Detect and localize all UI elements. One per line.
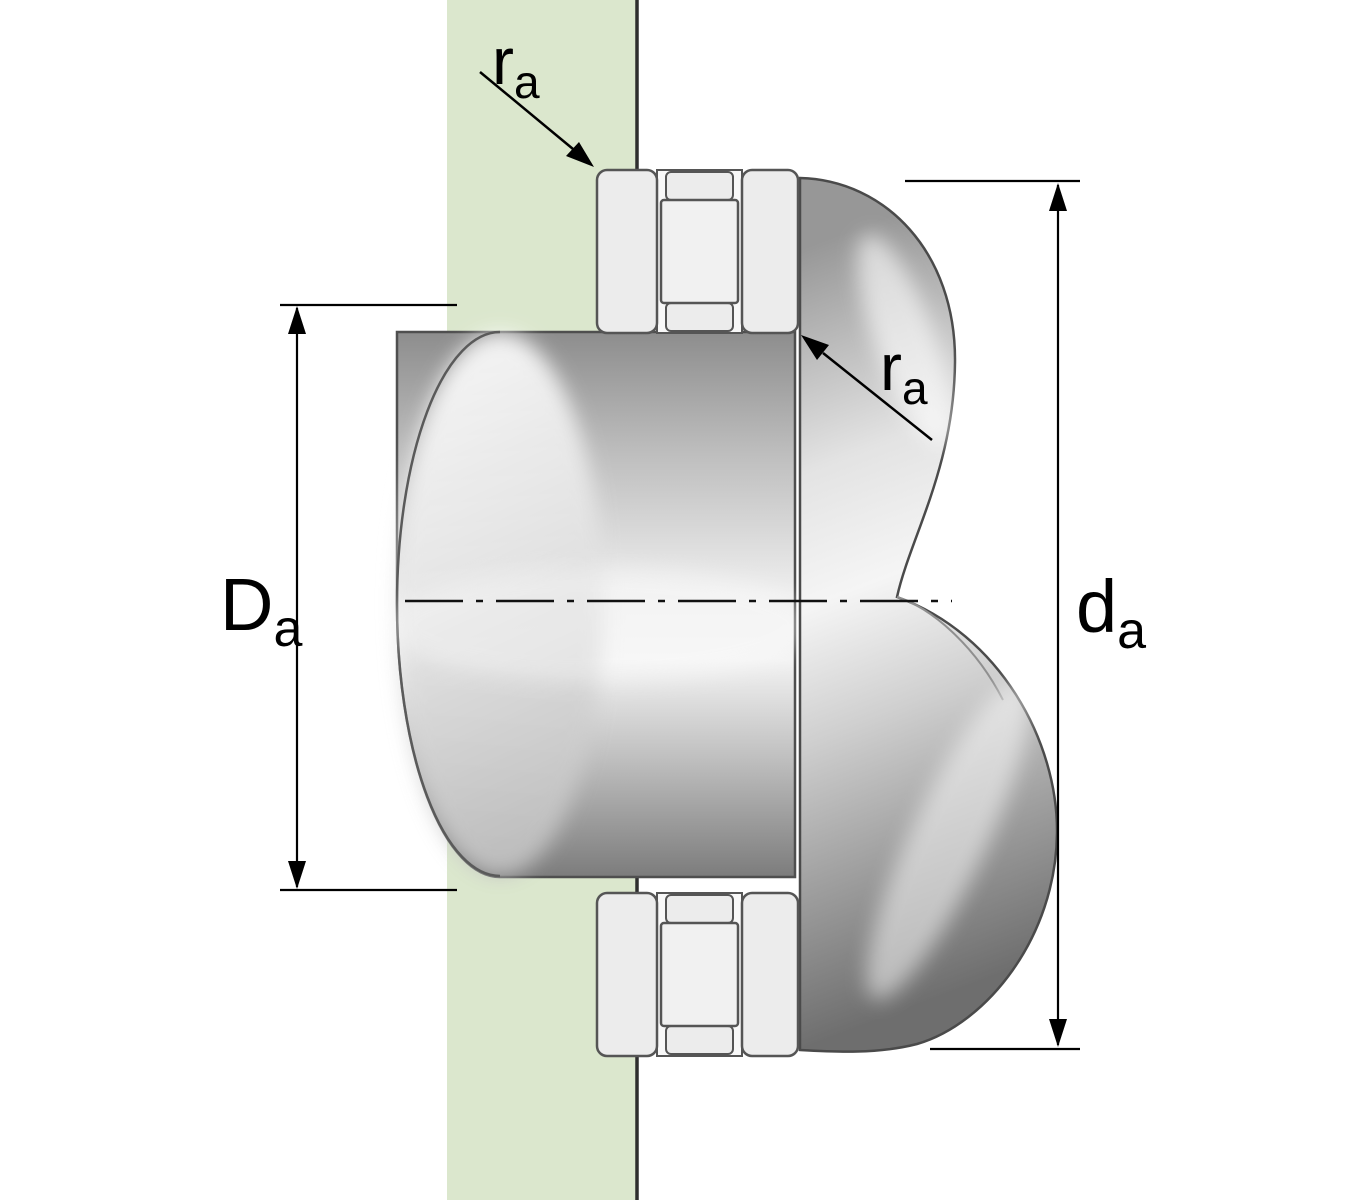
label-da: da [1076, 565, 1146, 660]
label-ra-inner: ra [880, 330, 928, 414]
arrowhead-ra-top [566, 142, 594, 167]
fillet-callout-top [479, 71, 594, 167]
cage-bar-upper-bottom [665, 894, 734, 924]
arrowhead-Da-top [288, 306, 306, 334]
shaft-highlight [385, 567, 815, 683]
arrowhead-da-bottom [1049, 1019, 1067, 1047]
dimension-da [905, 179, 1080, 1051]
arrowhead-Da-bottom [288, 861, 306, 889]
washer-highlight-lower [866, 680, 1030, 1000]
label-Da: Da [220, 563, 302, 658]
housing-washer-top [595, 168, 659, 335]
shaft-washer-bottom [740, 891, 800, 1058]
thrust-bearing-top-section [595, 168, 800, 335]
washer-highlight-upper [857, 234, 953, 446]
thrust-bearing-bottom-section [595, 891, 800, 1058]
fillet-callout-inner [801, 335, 933, 441]
housing-washer-bottom [595, 891, 659, 1058]
shaft-washer-top [740, 168, 800, 335]
roller-bottom [659, 921, 740, 1028]
cage-bar-lower-bottom [665, 1025, 734, 1055]
cage-bar-lower-top [665, 302, 734, 332]
roller-top [659, 198, 740, 305]
label-ra-top: ra [492, 24, 540, 108]
arrowhead-ra-inner [801, 335, 829, 360]
sphered-support-washer [798, 176, 1059, 1053]
arrowhead-da-top [1049, 183, 1067, 211]
leader-line-ra-top [479, 71, 574, 150]
dimension-Da [280, 303, 457, 892]
leader-line-ra-inner [822, 352, 933, 441]
cage-bar-upper-top [665, 171, 734, 201]
shaft-end-face-edge [395, 330, 501, 878]
